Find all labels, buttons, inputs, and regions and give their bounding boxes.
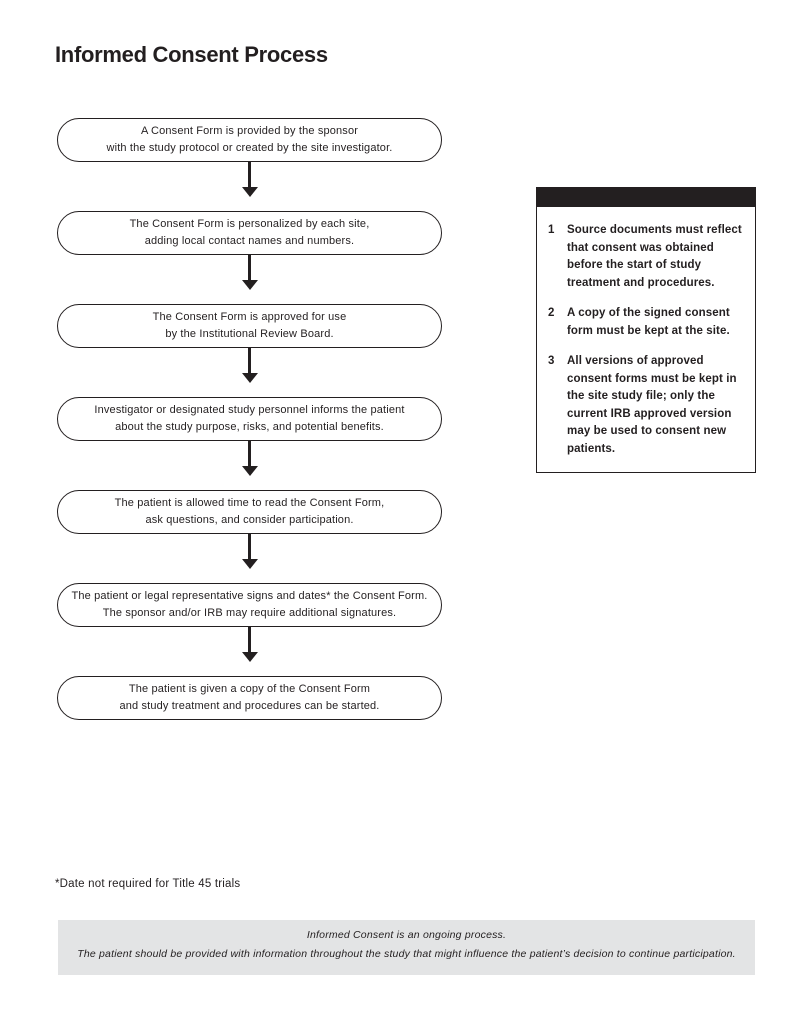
flowchart: A Consent Form is provided by the sponso…: [57, 118, 442, 720]
flow-step: A Consent Form is provided by the sponso…: [57, 118, 442, 211]
flow-step-text-line1: A Consent Form is provided by the sponso…: [140, 125, 359, 137]
flow-step-text-line2: adding local contact names and numbers.: [144, 235, 355, 247]
arrow-down-icon: [57, 441, 442, 490]
arrow-head: [241, 280, 258, 290]
page-title: Informed Consent Process: [55, 42, 328, 67]
flow-step: The Consent Form is approved for use by …: [57, 304, 442, 397]
note-item: 1 Source documents must reflect that con…: [548, 222, 742, 292]
arrow-down-icon: [57, 162, 442, 211]
footer-text-line2: The patient should be provided with info…: [77, 948, 736, 960]
flow-step-text-line1: The Consent Form is approved for use: [152, 311, 347, 323]
flow-step-text-line1: The Consent Form is personalized by each…: [129, 218, 370, 230]
arrow-line: [248, 255, 251, 280]
flow-step-text-line2: The sponsor and/or IRB may require addit…: [102, 607, 397, 619]
flow-step: The patient or legal representative sign…: [57, 583, 442, 676]
footer-banner: Informed Consent is an ongoing process. …: [58, 920, 755, 975]
arrow-down-icon: [57, 534, 442, 583]
arrow-head: [241, 187, 258, 197]
notes-list: 1 Source documents must reflect that con…: [537, 207, 755, 472]
flow-step-text-line1: Investigator or designated study personn…: [94, 404, 405, 416]
arrow-line: [248, 441, 251, 466]
flow-step-text-line2: and study treatment and procedures can b…: [119, 700, 380, 712]
note-text: A copy of the signed consent form must b…: [567, 307, 730, 337]
note-number: 2: [548, 307, 555, 319]
note-item: 2 A copy of the signed consent form must…: [548, 305, 742, 340]
flow-step-box: The Consent Form is approved for use by …: [57, 304, 442, 348]
arrow-head: [241, 652, 258, 662]
arrow-head: [241, 466, 258, 476]
notes-header-bar: [537, 188, 755, 207]
flow-step-box: The patient is allowed time to read the …: [57, 490, 442, 534]
notes-panel: 1 Source documents must reflect that con…: [536, 187, 756, 473]
arrow-down-icon: [57, 255, 442, 304]
flow-step-text-line2: about the study purpose, risks, and pote…: [115, 421, 384, 433]
flow-step-box: Investigator or designated study personn…: [57, 397, 442, 441]
flow-step-text-line2: with the study protocol or created by th…: [106, 142, 393, 154]
flow-step: Investigator or designated study personn…: [57, 397, 442, 490]
flow-step-text-line1: The patient is allowed time to read the …: [114, 497, 385, 509]
arrow-line: [248, 162, 251, 187]
note-number: 1: [548, 224, 555, 236]
footer-text-line1: Informed Consent is an ongoing process.: [306, 929, 507, 941]
arrow-down-icon: [57, 627, 442, 676]
flow-step-box: A Consent Form is provided by the sponso…: [57, 118, 442, 162]
note-item: 3 All versions of approved consent forms…: [548, 353, 742, 458]
flow-step: The Consent Form is personalized by each…: [57, 211, 442, 304]
footnote: *Date not required for Title 45 trials: [55, 878, 241, 890]
flow-step-text-line1: The patient or legal representative sign…: [71, 590, 428, 602]
arrow-line: [248, 534, 251, 559]
flow-step-text-line2: by the Institutional Review Board.: [165, 328, 334, 340]
arrow-head: [241, 373, 258, 383]
flow-step-text-line2: ask questions, and consider participatio…: [145, 514, 354, 526]
arrow-line: [248, 348, 251, 373]
note-text: Source documents must reflect that conse…: [567, 224, 742, 289]
flow-step: The patient is allowed time to read the …: [57, 490, 442, 583]
flow-step-box: The patient or legal representative sign…: [57, 583, 442, 627]
note-number: 3: [548, 355, 555, 367]
flow-step-text-line1: The patient is given a copy of the Conse…: [128, 683, 371, 695]
flow-step: The patient is given a copy of the Conse…: [57, 676, 442, 720]
flow-step-box: The Consent Form is personalized by each…: [57, 211, 442, 255]
note-text: All versions of approved consent forms m…: [567, 355, 737, 455]
arrow-line: [248, 627, 251, 652]
arrow-head: [241, 559, 258, 569]
flow-step-box: The patient is given a copy of the Conse…: [57, 676, 442, 720]
arrow-down-icon: [57, 348, 442, 397]
